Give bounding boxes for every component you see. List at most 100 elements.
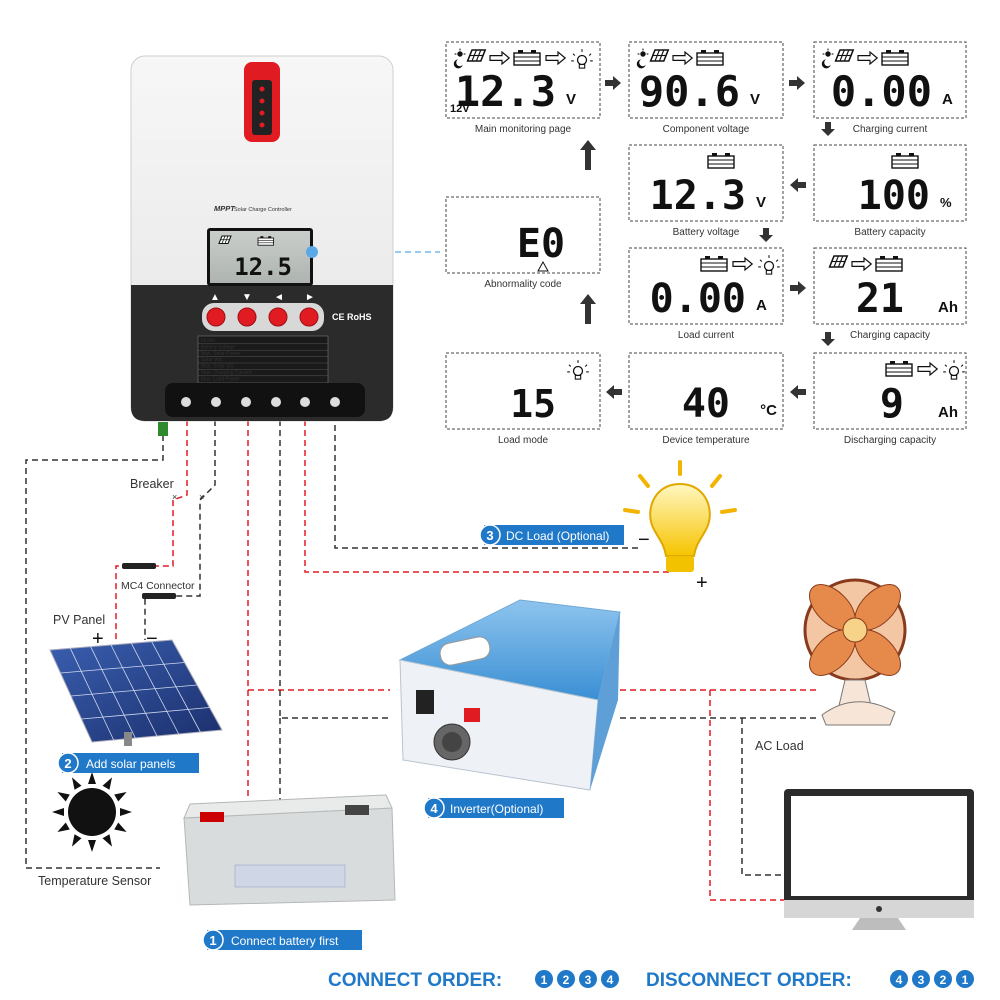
charge-controller: MPPT Solar Charge Controller 12.5 ▲ ▼ ◄ … <box>130 55 394 436</box>
lcd-screen-value: 0.00 <box>831 67 932 116</box>
lcd-screen-value: 0.00 <box>650 276 746 322</box>
lcd-screen-2: 90.6 V <box>628 41 784 119</box>
breaker-x1: × <box>172 492 177 502</box>
down-button[interactable] <box>237 307 257 327</box>
left-button[interactable] <box>268 307 288 327</box>
order-step-number: 1 <box>541 973 548 987</box>
pv-positive-wire <box>115 410 188 640</box>
lcd-screen-unit: A <box>756 297 767 314</box>
pv-panel <box>49 639 223 746</box>
dc-plus: + <box>696 572 708 594</box>
battery-negative-wire <box>279 410 390 719</box>
pv-minus: − <box>146 628 158 650</box>
lcd-screen-value: 15 <box>510 382 556 426</box>
order-step-number: 3 <box>918 973 925 987</box>
lcd-screen-caption: Load mode <box>498 435 548 446</box>
lcd-screen-unit: % <box>940 195 952 210</box>
cert-marks: CE RoHS <box>332 312 372 322</box>
arrow-left-label: ◄ <box>274 292 284 303</box>
lcd-screen-value: 21 <box>856 276 904 322</box>
order-step-circle <box>890 970 908 988</box>
step-2: 2 Add solar panels <box>57 752 199 774</box>
battery-positive-wire <box>247 410 390 691</box>
warning-icon <box>537 260 549 272</box>
breaker-x2: × <box>199 492 204 502</box>
spec-table-row-label: Max. Load Power <box>201 376 240 382</box>
spec-table-row-label: Max. Solar Vol. <box>201 364 235 370</box>
lcd-screen-unit: A <box>942 91 953 108</box>
lcd-screen-7: 0.00 A <box>628 247 784 325</box>
controller-subtitle: Solar Charge Controller <box>234 207 292 213</box>
step-2-num: 2 <box>64 756 71 771</box>
temp-sensor-label: Temperature Sensor <box>38 874 151 888</box>
dc-load-positive-wire <box>304 410 670 573</box>
arrow-down-label: ▼ <box>242 292 252 303</box>
breaker-label: Breaker <box>130 477 174 491</box>
order-step-circle <box>912 970 930 988</box>
sun-icon <box>52 772 132 852</box>
connect-order-label: CONNECT ORDER: <box>328 970 502 991</box>
spec-table-row-label: Max. Charging Current <box>201 370 252 376</box>
spec-table-row-label: Model <box>201 338 215 344</box>
pv-panel-label: PV Panel <box>53 613 105 627</box>
battery-negative-terminal <box>345 805 369 815</box>
lcd-screens: 12.3 V 12V Main monitoring page 90.6 V Compone… <box>445 41 967 446</box>
lcd-screen-value: E0 <box>517 221 565 267</box>
step-3-num: 3 <box>486 528 493 543</box>
lcd-screen-caption: Load current <box>678 330 734 341</box>
disconnect-order-label: DISCONNECT ORDER: <box>646 970 852 991</box>
step-4-num: 4 <box>430 801 438 816</box>
order-step-number: 4 <box>896 973 903 987</box>
step-3: 3 DC Load (Optional) <box>479 524 624 546</box>
up-button[interactable] <box>206 307 226 327</box>
order-step-number: 4 <box>607 973 614 987</box>
controller-buttons: ▲ ▼ ◄ ► <box>202 292 324 331</box>
order-step-number: 3 <box>585 973 592 987</box>
bulb-icon <box>623 460 737 572</box>
lcd-screen-caption: Discharging capacity <box>844 435 936 446</box>
lcd-screen-10: 40°C <box>628 352 784 430</box>
mc4-label: MC4 Connector <box>121 580 195 592</box>
order-step-circle <box>601 970 619 988</box>
lcd-screen-1: 12.3 V 12V <box>445 41 601 119</box>
lcd-screen-unit: °C <box>760 402 777 419</box>
order-step-circle <box>579 970 597 988</box>
lcd-screen-caption: Main monitoring page <box>475 124 572 135</box>
lcd-screen-value: 9 <box>880 381 904 427</box>
temp-sensor-plug <box>158 422 168 436</box>
lcd-screen-unit: V <box>566 91 576 108</box>
spec-table-row-label: Battery Voltage <box>201 344 235 350</box>
right-button[interactable] <box>299 307 319 327</box>
lcd-screen-caption: Component voltage <box>663 124 750 135</box>
order-step-circle <box>934 970 952 988</box>
lcd-screen-caption: Charging current <box>853 124 928 135</box>
wires <box>25 251 820 901</box>
controller-lcd-value: 12.5 <box>234 253 292 281</box>
lcd-screen-system-voltage: 12V <box>450 103 470 115</box>
lcd-screen-unit: Ah <box>938 404 958 421</box>
step-2-text: Add solar panels <box>86 757 175 771</box>
arrow-up-label: ▲ <box>210 292 220 303</box>
order-step-number: 2 <box>563 973 570 987</box>
order-step-number: 1 <box>962 973 969 987</box>
lcd-pointer-dot <box>306 246 318 258</box>
lcd-screen-value: 12.3 <box>455 67 556 116</box>
step-1-text: Connect battery first <box>231 934 339 948</box>
step-1-num: 1 <box>209 933 216 948</box>
lcd-screen-unit: Ah <box>938 299 958 316</box>
temp-sensor-wire <box>25 425 164 869</box>
mc4-connectors <box>122 563 176 599</box>
lcd-screen-caption: Battery voltage <box>673 227 740 238</box>
lcd-screen-caption: Device temperature <box>662 435 750 446</box>
lcd-screen-value: 12.3 <box>650 173 746 219</box>
pv-negative-wire <box>144 410 216 640</box>
spec-table-row-label: Solar Voc <box>201 357 223 363</box>
ac-load-label: AC Load <box>755 739 804 753</box>
battery-positive-terminal <box>200 812 224 822</box>
step-3-text: DC Load (Optional) <box>506 529 609 543</box>
lcd-screen-unit: V <box>750 91 760 108</box>
lcd-screen-value: 90.6 <box>639 67 740 116</box>
dc-minus: − <box>638 529 650 551</box>
